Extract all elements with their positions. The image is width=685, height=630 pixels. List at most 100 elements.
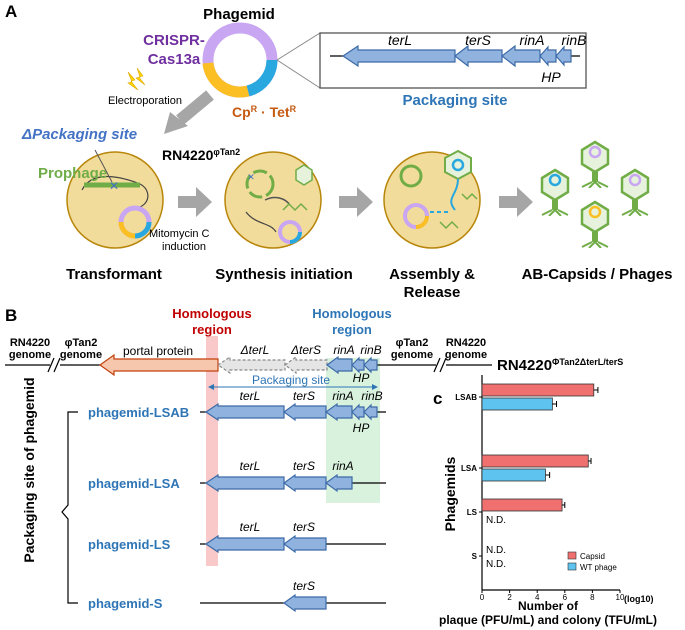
crispr-label-1: CRISPR- bbox=[143, 32, 205, 49]
break-mark-left bbox=[47, 357, 61, 373]
gene-label-ters-lsa: terS bbox=[293, 459, 315, 473]
cp-sup: R bbox=[251, 104, 258, 114]
prophage-label: Prophage bbox=[38, 165, 107, 182]
mitomycin-label-1: Mitomycin C bbox=[149, 228, 210, 240]
cell-transformant: ✕ bbox=[66, 149, 164, 249]
homologous-red-2: region bbox=[192, 322, 232, 337]
row-lsa: phagemid-LSA terL terS rinA bbox=[88, 459, 386, 493]
gene-label-rinA-a: rinA bbox=[520, 32, 545, 48]
rn4220-right-2: genome bbox=[445, 349, 487, 361]
homologous-red-1: Homologous bbox=[172, 306, 251, 321]
phitan2-right-2: genome bbox=[391, 349, 433, 361]
y-tick-label: LSA bbox=[461, 464, 477, 473]
electroporation-arrow bbox=[164, 90, 214, 134]
cell-synthesis: ✕ bbox=[224, 151, 322, 249]
panel-a: A Phagemid CRISPR- Cas13a CpR · TetR Ele… bbox=[5, 2, 672, 301]
rina-genome-label: rinA bbox=[333, 343, 354, 357]
bar-capsid bbox=[481, 383, 595, 397]
gene-arrow-rinB-a bbox=[555, 45, 572, 67]
mitomycin-label-2: induction bbox=[162, 241, 206, 253]
x-tick-label: 4 bbox=[535, 593, 540, 602]
row-s: phagemid-S terS bbox=[88, 579, 386, 613]
legend-swatch bbox=[567, 551, 577, 560]
bar-capsid bbox=[481, 454, 589, 468]
stage-synthesis: Synthesis initiation bbox=[215, 266, 353, 283]
gene-label-rina-lsab: rinA bbox=[332, 389, 353, 403]
strain-label-b: RN4220ΦTan2ΔterL/terS bbox=[497, 357, 623, 374]
strain-b-sup: ΦTan2ΔterL/terS bbox=[552, 357, 623, 367]
x-mark-icon: ✕ bbox=[109, 179, 119, 193]
panel-b-label: B bbox=[5, 306, 17, 325]
phages-group bbox=[540, 140, 650, 248]
row-name-s: phagemid-S bbox=[88, 596, 163, 611]
x-tick-label: 6 bbox=[563, 593, 568, 602]
gene-arrow-terl-ls bbox=[204, 534, 285, 554]
phagemid-title: Phagemid bbox=[203, 6, 275, 23]
arrow-2 bbox=[339, 187, 373, 217]
gene-label-rinb-lsab: rinB bbox=[361, 389, 382, 403]
phage-icon-3 bbox=[620, 168, 650, 216]
row-lsab: phagemid-LSAB terL terS rinA rinB HP bbox=[88, 389, 386, 435]
rn4220-left-1: RN4220 bbox=[10, 337, 50, 349]
portal-protein-label: portal protein bbox=[123, 344, 193, 358]
break-mark-right bbox=[433, 357, 447, 373]
gene-arrow-ters-lsa bbox=[282, 473, 327, 493]
strain-b-main: RN4220 bbox=[497, 357, 552, 374]
phage-icon-1 bbox=[580, 140, 610, 188]
y-tick-label: LS bbox=[467, 508, 478, 517]
bar-wt-phage bbox=[481, 468, 546, 482]
stage-transformant: Transformant bbox=[66, 266, 162, 283]
gene-label-rinB-a: rinB bbox=[562, 32, 587, 48]
c-xlabel-2: plaque (PFU/mL) and colony (TFU/mL) bbox=[439, 613, 657, 627]
phagemid-circle bbox=[202, 22, 278, 98]
rn4220-right-1: RN4220 bbox=[446, 337, 486, 349]
stage-release: Release bbox=[404, 284, 461, 301]
arrow-3 bbox=[499, 187, 533, 217]
bar-capsid bbox=[481, 498, 563, 512]
delta-packaging-label: ΔPackaging site bbox=[21, 126, 137, 143]
cp-label: Cp bbox=[232, 104, 251, 120]
gene-arrow-terl-lsab bbox=[204, 402, 285, 422]
gene-label-ters-ls: terS bbox=[293, 520, 315, 534]
gene-arrow-rinb-lsab bbox=[363, 403, 378, 421]
x-tick-label: 10 bbox=[616, 593, 625, 602]
c-x-unit: (log10) bbox=[624, 594, 654, 604]
side-brace bbox=[61, 411, 78, 604]
row-name-ls: phagemid-LS bbox=[88, 537, 171, 552]
packaging-site-box: terL terS rinA rinB HP bbox=[276, 32, 587, 89]
arrow-1 bbox=[178, 187, 212, 217]
gene-arrow-ters-ls bbox=[282, 534, 327, 554]
gene-arrow-terl-lsa bbox=[204, 473, 285, 493]
c-ylabel: Phagemids bbox=[442, 456, 458, 531]
electroporation-label: Electroporation bbox=[108, 95, 182, 107]
delta-terl-label: ΔterL bbox=[240, 343, 270, 357]
hp-genome-label: HP bbox=[353, 371, 370, 385]
homologous-blue-1: Homologous bbox=[312, 306, 391, 321]
side-title: Packaging site of phagemid bbox=[21, 377, 37, 562]
gene-label-terl-ls: terL bbox=[240, 520, 261, 534]
panel-c-label: c bbox=[433, 389, 442, 408]
gene-label-terS-a: terS bbox=[465, 32, 491, 48]
phitan2-left-2: genome bbox=[60, 349, 102, 361]
strain-label-a: RN4220φTan2 bbox=[162, 147, 240, 163]
row-name-lsab: phagemid-LSAB bbox=[88, 405, 189, 420]
nd-label: N.D. bbox=[486, 559, 506, 570]
panel-a-label: A bbox=[5, 2, 17, 21]
phage-icon-4 bbox=[580, 200, 610, 248]
rinb-genome-arrow bbox=[363, 356, 378, 374]
gene-label-terl-lsab: terL bbox=[240, 389, 261, 403]
packaging-site-b-label: Packaging site bbox=[252, 373, 330, 387]
legend-swatch bbox=[567, 562, 577, 571]
homologous-blue-2: region bbox=[332, 322, 372, 337]
x-mark-icon-2: ✕ bbox=[247, 172, 255, 182]
row-name-lsa: phagemid-LSA bbox=[88, 476, 180, 491]
panel-b: B Homologous region Homologous region RN… bbox=[5, 306, 623, 613]
packaging-site-title: Packaging site bbox=[402, 92, 507, 109]
lightning-icon bbox=[127, 67, 146, 91]
gene-label-hp-a: HP bbox=[541, 69, 561, 85]
phage-icon-2 bbox=[540, 168, 570, 216]
resistance-label: CpR · TetR bbox=[232, 104, 297, 120]
gene-arrow-ters-s bbox=[282, 593, 327, 613]
